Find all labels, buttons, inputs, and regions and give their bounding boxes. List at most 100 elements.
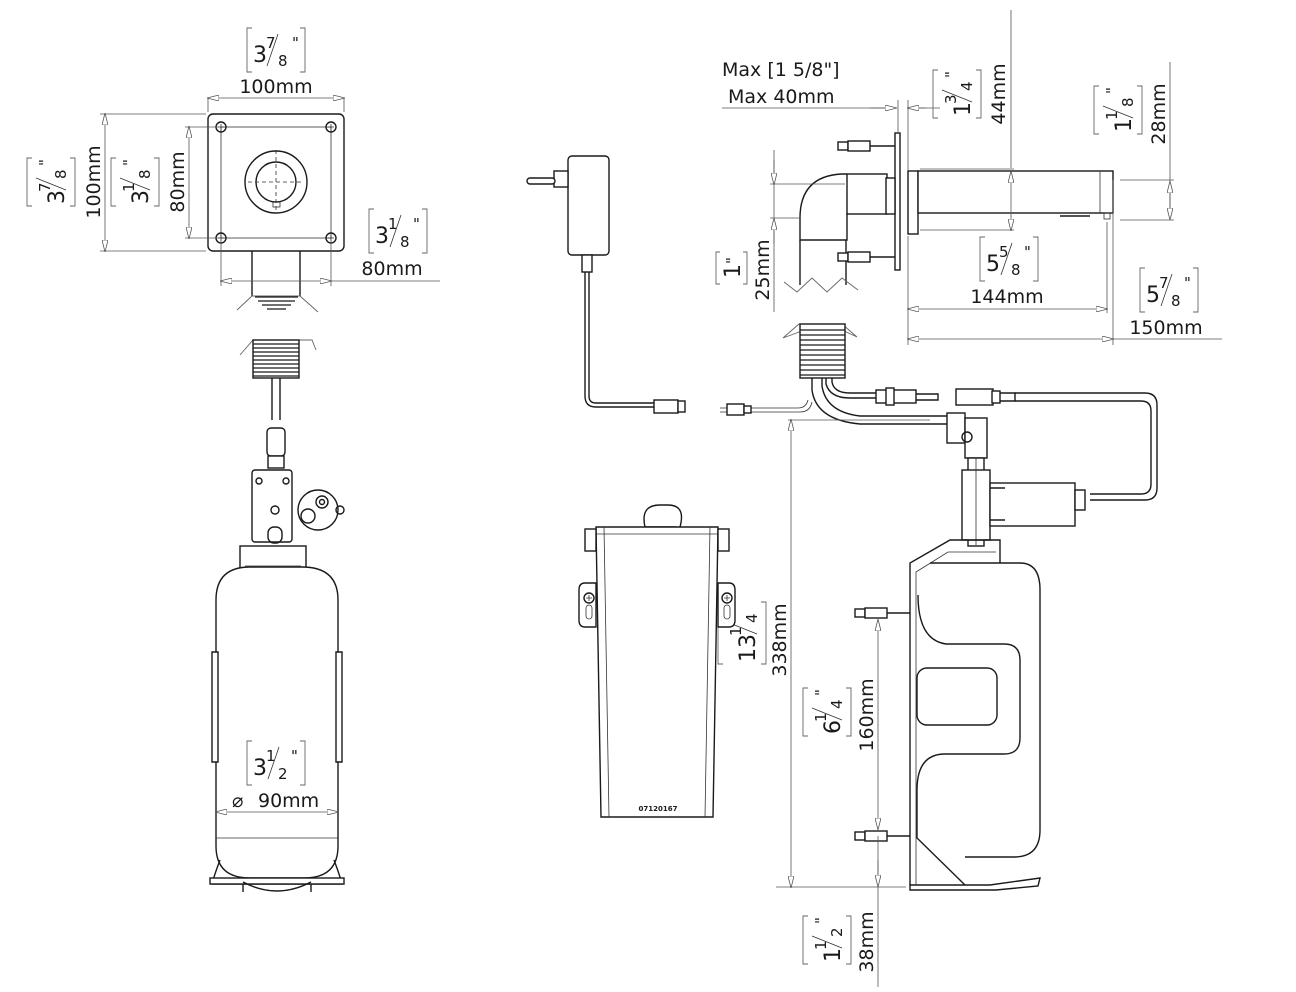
svg-text:8: 8	[400, 233, 410, 251]
spout-body	[917, 170, 1114, 214]
tip-height-inch: 1 1 8 "	[1093, 85, 1143, 135]
hole-vertical-inch: 3 1 8 "	[110, 157, 160, 207]
screw-spacing-mm: 160mm	[856, 678, 878, 751]
pump-body	[251, 469, 293, 543]
floor-clearance-mm: 38mm	[856, 911, 878, 972]
svg-text:3: 3	[253, 756, 267, 781]
svg-text:1: 1	[388, 215, 398, 233]
tank-lid-handle	[643, 504, 683, 532]
mount-plate	[894, 132, 901, 271]
svg-text:4: 4	[743, 613, 761, 623]
hole-horizontal-mm: 80mm	[361, 258, 422, 280]
total-height-mm: 338mm	[769, 603, 791, 676]
wall-plate	[207, 113, 345, 252]
thread-break-top	[236, 295, 319, 313]
svg-text:": "	[292, 34, 299, 52]
svg-text:7: 7	[266, 34, 276, 52]
plate-width-mm: 100mm	[239, 76, 312, 98]
svg-text:5: 5	[986, 252, 1000, 277]
tubing-and-cables	[720, 323, 1158, 501]
svg-text:1: 1	[1112, 118, 1137, 132]
hole-vertical-mm: 80mm	[167, 151, 189, 212]
pump-motor	[989, 482, 1076, 527]
bottle-diameter-inch: 3 1 2 "	[246, 740, 306, 786]
svg-text:7: 7	[1159, 274, 1169, 292]
svg-text:1: 1	[266, 747, 276, 765]
flange-height-mm: 44mm	[988, 63, 1010, 124]
spout-length-inch: 5 7 8 "	[1139, 267, 1199, 313]
svg-text:1: 1	[1103, 110, 1121, 120]
floor-clearance-inch: 1 1 2 "	[802, 915, 852, 965]
svg-text:": "	[291, 747, 298, 765]
svg-text:": "	[812, 917, 830, 924]
svg-text:4: 4	[958, 81, 976, 91]
svg-text:1: 1	[727, 626, 745, 636]
svg-text:8: 8	[136, 169, 154, 179]
svg-text:1: 1	[951, 102, 976, 116]
thread-break-bottom	[239, 339, 317, 379]
spout-flange	[907, 170, 919, 235]
svg-text:5: 5	[1146, 283, 1160, 308]
sensor-thread	[799, 323, 846, 379]
plug-pin	[526, 177, 556, 185]
svg-text:": "	[1184, 274, 1191, 292]
side-tank-view: 160mm 6 1 4 " 38mm 1 1 2 " 338mm 13	[717, 420, 1086, 987]
pipe-diameter-mm: 25mm	[752, 239, 774, 300]
svg-text:1: 1	[821, 948, 846, 962]
svg-text:8: 8	[1011, 261, 1021, 279]
power-adapter	[567, 155, 610, 256]
adapter-connector	[653, 399, 679, 414]
plate-height-mm: 100mm	[83, 145, 105, 218]
spout-length-mm: 150mm	[1129, 317, 1202, 339]
svg-text:1: 1	[812, 940, 830, 950]
wall-screw-icon	[854, 607, 910, 842]
wall-max-mm: Max 40mm	[728, 86, 835, 108]
svg-text:1: 1	[721, 264, 746, 278]
svg-text:8: 8	[1171, 292, 1181, 310]
svg-text:8: 8	[1119, 97, 1137, 107]
svg-text:3: 3	[129, 190, 154, 204]
svg-text:": "	[723, 257, 741, 264]
svg-text:5: 5	[999, 243, 1009, 261]
soap-bottle	[215, 566, 339, 879]
svg-text:3: 3	[375, 224, 389, 249]
diameter-icon: ⌀	[232, 790, 243, 812]
screw-spacing-inch: 6 1 4 "	[802, 687, 852, 737]
svg-text:7: 7	[36, 182, 54, 192]
tank-part-number: 07120167	[639, 805, 678, 813]
svg-text:": "	[1103, 87, 1121, 94]
svg-text:": "	[942, 71, 960, 78]
svg-text:": "	[727, 603, 745, 610]
svg-text:6: 6	[821, 720, 846, 734]
svg-text:13: 13	[736, 634, 761, 662]
bottle-diameter-mm: 90mm	[258, 790, 319, 812]
svg-text:4: 4	[828, 699, 846, 709]
plate-height-inch: 3 7 8 "	[26, 157, 76, 207]
wall-max-inch: Max [1 5/8"]	[722, 59, 840, 81]
svg-text:": "	[36, 159, 54, 166]
bottle-view: ⌀ 90mm 3 1 2 "	[209, 339, 345, 892]
power-adapter-view	[526, 155, 686, 414]
water-inlet-icon	[837, 140, 895, 263]
tip-height-mm: 28mm	[1148, 83, 1170, 144]
spout-reach-inch: 5 5 8 "	[979, 236, 1039, 282]
svg-text:8: 8	[278, 52, 288, 70]
svg-text:2: 2	[278, 765, 288, 783]
hole-horizontal-inch: 3 1 8 "	[368, 208, 428, 254]
svg-text:2: 2	[828, 927, 846, 937]
wall-plate-view: 100mm 3 7 8 " 100mm 3 7 8 " 80mm 3 1	[26, 27, 440, 313]
svg-text:3: 3	[45, 190, 70, 204]
svg-text:": "	[1024, 243, 1031, 261]
spout-view: Max [1 5/8"] Max 40mm 44mm 1 3 4 " 28mm …	[715, 10, 1222, 345]
svg-text:3: 3	[942, 94, 960, 104]
soap-tank	[930, 562, 1041, 858]
svg-text:1: 1	[812, 712, 830, 722]
svg-text:8: 8	[52, 169, 70, 179]
tank-front-view: 07120167	[578, 504, 736, 818]
flange-height-inch: 1 3 4 "	[932, 69, 982, 119]
svg-text:": "	[120, 159, 138, 166]
svg-text:1: 1	[120, 182, 138, 192]
elbow-fitting	[946, 412, 988, 459]
svg-text:3: 3	[253, 43, 267, 68]
